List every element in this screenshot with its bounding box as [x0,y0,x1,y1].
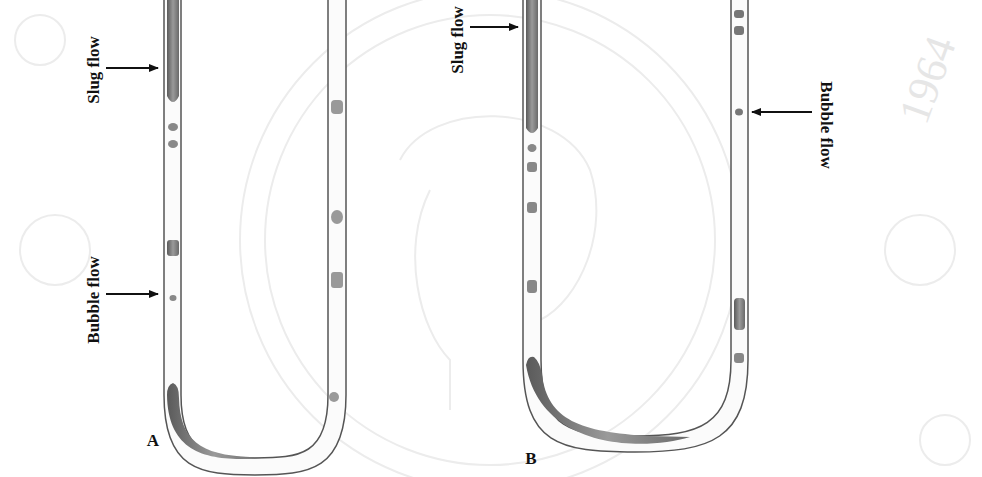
flow-label: Slug flow [449,6,466,74]
tube-b [523,0,748,452]
flow-label: Bubble flow [818,81,835,168]
watermark-seal [15,0,970,477]
panel-letter: B [525,450,536,467]
flow-label: Slug flow [85,36,102,104]
watermark-text: 1964 [892,31,963,129]
tube-a [164,0,346,475]
panel-letter: A [147,432,159,449]
flow-label: Bubble flow [85,256,102,343]
